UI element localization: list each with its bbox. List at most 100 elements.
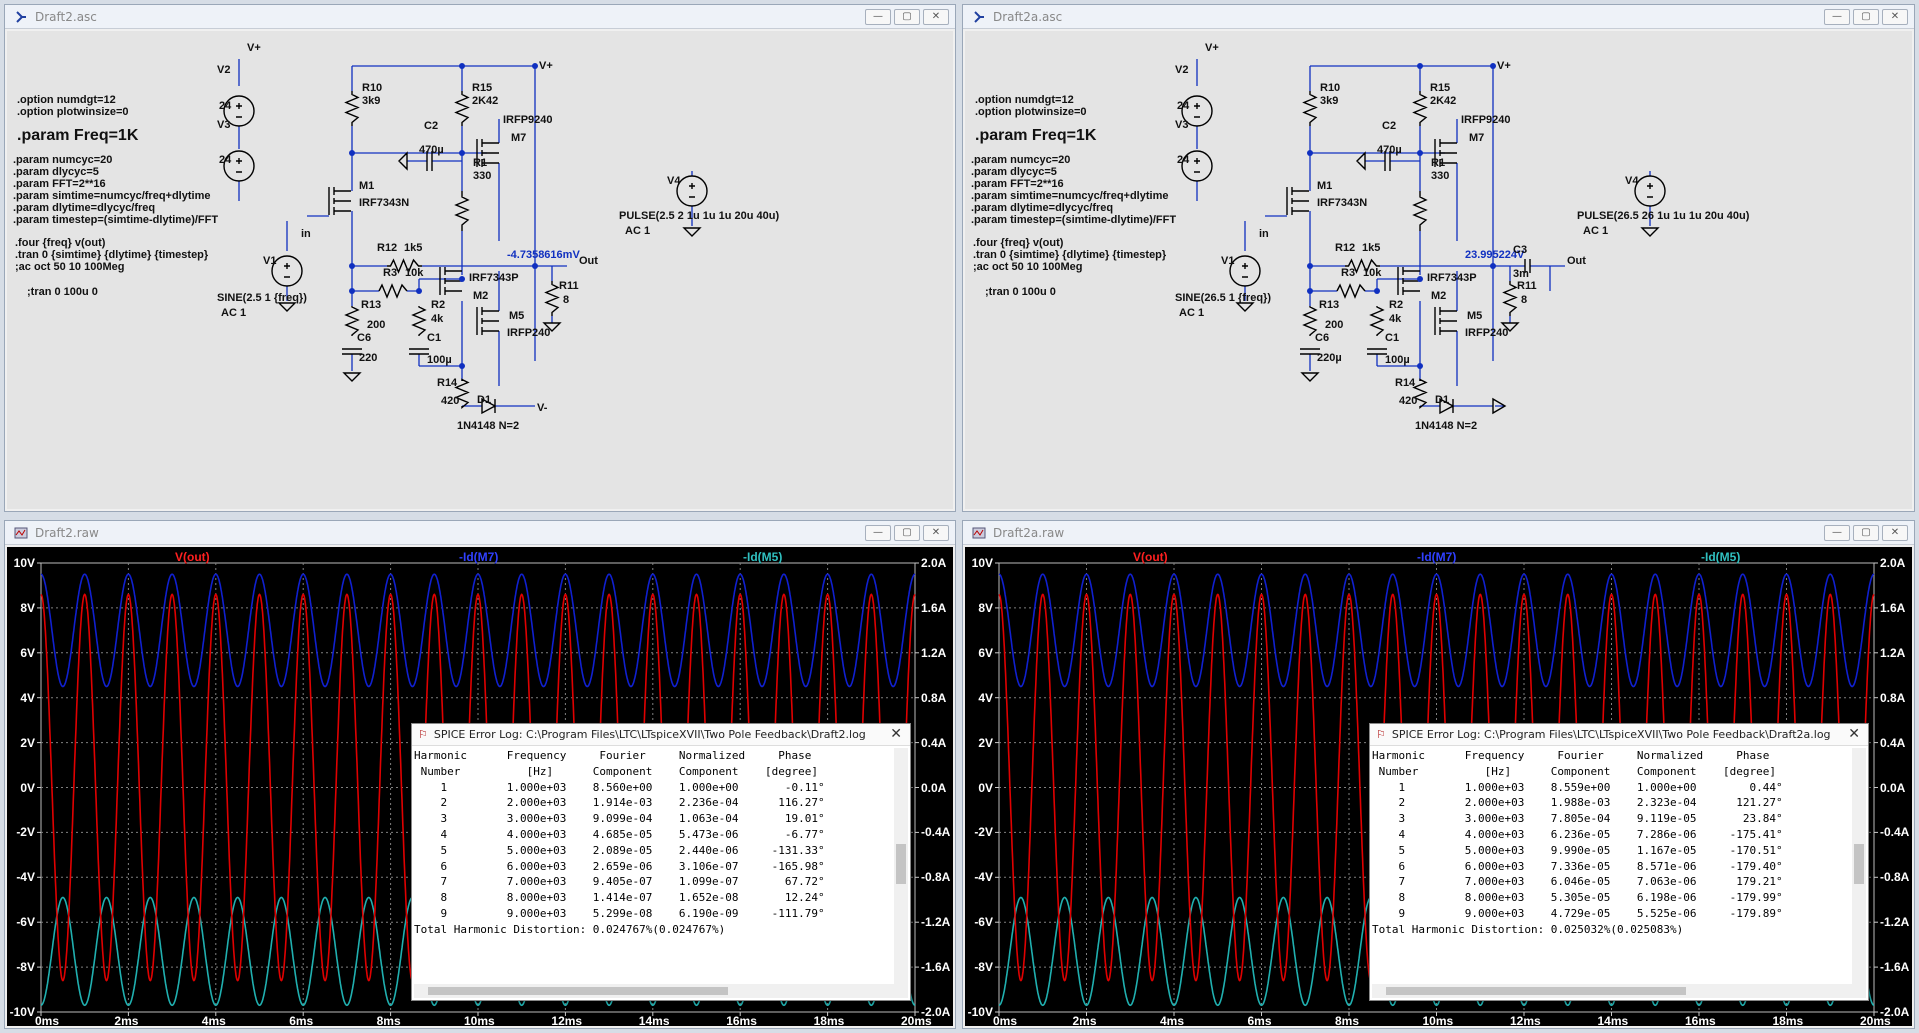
schematic-label-param-freq[interactable]: .param Freq=1K (975, 127, 1097, 144)
schematic-label-c1[interactable]: C1 (427, 332, 442, 344)
schematic-label-four[interactable]: .four {freq} v(out) (973, 237, 1064, 249)
schematic-label-c6[interactable]: C6 (1315, 332, 1330, 344)
schematic-label-r12v[interactable]: 1k5 (1362, 242, 1381, 254)
schematic-label-c2[interactable]: C2 (424, 120, 439, 132)
schematic-label-tran[interactable]: .tran 0 {simtime} {dlytime} {timestep} (973, 249, 1167, 261)
schematic-label-v4val[interactable]: PULSE(2.5 2 1u 1u 1u 20u 40u) (619, 210, 780, 222)
schematic-label-out[interactable]: Out (579, 255, 598, 267)
schematic-label-tran2[interactable]: ;tran 0 100u 0 (985, 286, 1056, 298)
schematic-label-v2[interactable]: V2 (1175, 64, 1189, 76)
schematic-label-c3v[interactable]: 3m (1513, 268, 1529, 280)
schematic-label-vout[interactable]: -4.7358616mV (507, 249, 580, 261)
schematic-label-v4ac[interactable]: AC 1 (625, 225, 651, 237)
schematic-label-ac[interactable]: ;ac oct 50 10 100Meg (973, 261, 1083, 273)
schematic-label-v4val[interactable]: PULSE(26.5 26 1u 1u 1u 20u 40u) (1577, 210, 1750, 222)
schematic-label-c2[interactable]: C2 (1382, 120, 1397, 132)
schematic-label-v3[interactable]: V3 (217, 119, 231, 131)
schematic-label-r1[interactable]: R1 (1431, 157, 1446, 169)
trace-label-id-m7[interactable]: -Id(M7) (1417, 550, 1457, 564)
schematic-label-r3v[interactable]: 10k (405, 267, 424, 279)
schematic-label-v2[interactable]: V2 (217, 64, 231, 76)
trace-label-vout[interactable]: V(out) (1133, 550, 1168, 564)
maximize-button[interactable]: ▢ (894, 9, 920, 25)
schematic-label-tran[interactable]: .tran 0 {simtime} {dlytime} {timestep} (15, 249, 209, 261)
schematic-label-r1v[interactable]: 330 (473, 170, 492, 182)
schematic-label-c1v[interactable]: 100µ (427, 354, 452, 366)
log-title-bar[interactable]: ⚐SPICE Error Log: C:\Program Files\LTC\L… (412, 724, 910, 746)
schematic-label-p2[interactable]: .param dlycyc=5 (13, 166, 99, 178)
schematic-label-r15[interactable]: R15 (472, 82, 493, 94)
schematic-label-d1[interactable]: D1 (1435, 394, 1450, 406)
schematic-label-d1t[interactable]: 1N4148 N=2 (457, 420, 520, 432)
schematic-label-opt1[interactable]: .option numdgt=12 (17, 94, 116, 106)
schematic-label-v4[interactable]: V4 (667, 175, 681, 187)
close-button[interactable]: ✕ (1882, 9, 1908, 25)
schematic-label-r14[interactable]: R14 (437, 377, 458, 389)
trace-label-vout[interactable]: V(out) (175, 550, 210, 564)
schematic-label-r15v[interactable]: 2K42 (472, 95, 499, 107)
schematic-label-vplus2[interactable]: V+ (539, 60, 553, 72)
vertical-scrollbar[interactable] (894, 748, 908, 984)
title-bar[interactable]: Draft2a.raw (963, 521, 1914, 545)
schematic-label-m7[interactable]: M7 (1469, 132, 1485, 144)
title-bar[interactable]: Draft2.asc (5, 5, 955, 29)
schematic-label-p5[interactable]: .param dlytime=dlycyc/freq (971, 202, 1114, 214)
schematic-label-out[interactable]: Out (1567, 255, 1586, 267)
schematic-label-p1[interactable]: .param numcyc=20 (13, 154, 113, 166)
schematic-canvas[interactable]: .option numdgt=12.option plotwinsize=0 .p… (7, 31, 953, 509)
schematic-label-m7t[interactable]: IRFP9240 (503, 114, 553, 126)
schematic-label-m1t[interactable]: IRF7343N (1317, 197, 1368, 209)
schematic-label-r2v[interactable]: 4k (431, 313, 444, 325)
minimize-button[interactable]: — (865, 525, 891, 541)
schematic-label-r10v[interactable]: 3k9 (1320, 95, 1339, 107)
maximize-button[interactable]: ▢ (1853, 525, 1879, 541)
schematic-label-m2t[interactable]: IRF7343P (1427, 272, 1477, 284)
schematic-label-c1[interactable]: C1 (1385, 332, 1400, 344)
schematic-label-vplus2[interactable]: V+ (1497, 60, 1511, 72)
schematic-label-v2v[interactable]: 24 (1177, 100, 1190, 112)
schematic-label-v2v[interactable]: 24 (219, 100, 232, 112)
schematic-label-param-freq[interactable]: .param Freq=1K (17, 127, 139, 144)
horizontal-scrollbar[interactable] (1372, 984, 1866, 998)
schematic-label-m2[interactable]: M2 (1431, 290, 1447, 302)
close-button[interactable]: ✕ (1882, 525, 1908, 541)
schematic-label-r11v[interactable]: 8 (563, 294, 570, 306)
schematic-label-p6[interactable]: .param timestep=(simtime-dlytime)/FFT (971, 214, 1177, 226)
schematic-label-r13[interactable]: R13 (1319, 299, 1340, 311)
vertical-scrollbar[interactable] (1852, 748, 1866, 984)
schematic-label-p4[interactable]: .param simtime=numcyc/freq+dlytime (971, 190, 1169, 202)
schematic-label-v1[interactable]: V1 (1221, 255, 1235, 267)
schematic-label-r12[interactable]: R12 (1335, 242, 1356, 254)
schematic-label-m7t[interactable]: IRFP9240 (1461, 114, 1511, 126)
title-bar[interactable]: Draft2a.asc (963, 5, 1914, 29)
schematic-label-p2[interactable]: .param dlycyc=5 (971, 166, 1057, 178)
schematic-label-r14[interactable]: R14 (1395, 377, 1416, 389)
title-bar[interactable]: Draft2.raw (5, 521, 955, 545)
schematic-label-c6[interactable]: C6 (357, 332, 372, 344)
schematic-label-r13v[interactable]: 200 (367, 319, 386, 331)
schematic-label-c3[interactable]: C3 (1513, 244, 1528, 256)
schematic-label-p4[interactable]: .param simtime=numcyc/freq+dlytime (13, 190, 211, 202)
schematic-label-v3v[interactable]: 24 (219, 154, 232, 166)
schematic-label-r1[interactable]: R1 (473, 157, 488, 169)
schematic-label-d1[interactable]: D1 (477, 394, 492, 406)
schematic-label-v1ac[interactable]: AC 1 (1179, 307, 1205, 319)
log-title-bar[interactable]: ⚐SPICE Error Log: C:\Program Files\LTC\L… (1370, 724, 1868, 746)
schematic-label-m1t[interactable]: IRF7343N (359, 197, 410, 209)
schematic-label-m2t[interactable]: IRF7343P (469, 272, 519, 284)
schematic-label-r12[interactable]: R12 (377, 242, 398, 254)
schematic-label-r3v[interactable]: 10k (1363, 267, 1382, 279)
schematic-label-v1val[interactable]: SINE(2.5 1 {freq}) (217, 292, 307, 304)
schematic-label-v4[interactable]: V4 (1625, 175, 1639, 187)
close-button[interactable]: ✕ (923, 9, 949, 25)
schematic-label-r11[interactable]: R11 (1517, 280, 1537, 292)
schematic-label-opt2[interactable]: .option plotwinsize=0 (17, 106, 129, 118)
schematic-label-v3[interactable]: V3 (1175, 119, 1189, 131)
schematic-label-r10[interactable]: R10 (362, 82, 383, 94)
log-close-icon[interactable]: ✕ (890, 726, 902, 742)
minimize-button[interactable]: — (1824, 525, 1850, 541)
schematic-label-r13v[interactable]: 200 (1325, 319, 1344, 331)
schematic-label-opt2[interactable]: .option plotwinsize=0 (975, 106, 1087, 118)
trace-label-id-m5[interactable]: -Id(M5) (743, 550, 783, 564)
log-close-icon[interactable]: ✕ (1848, 726, 1860, 742)
